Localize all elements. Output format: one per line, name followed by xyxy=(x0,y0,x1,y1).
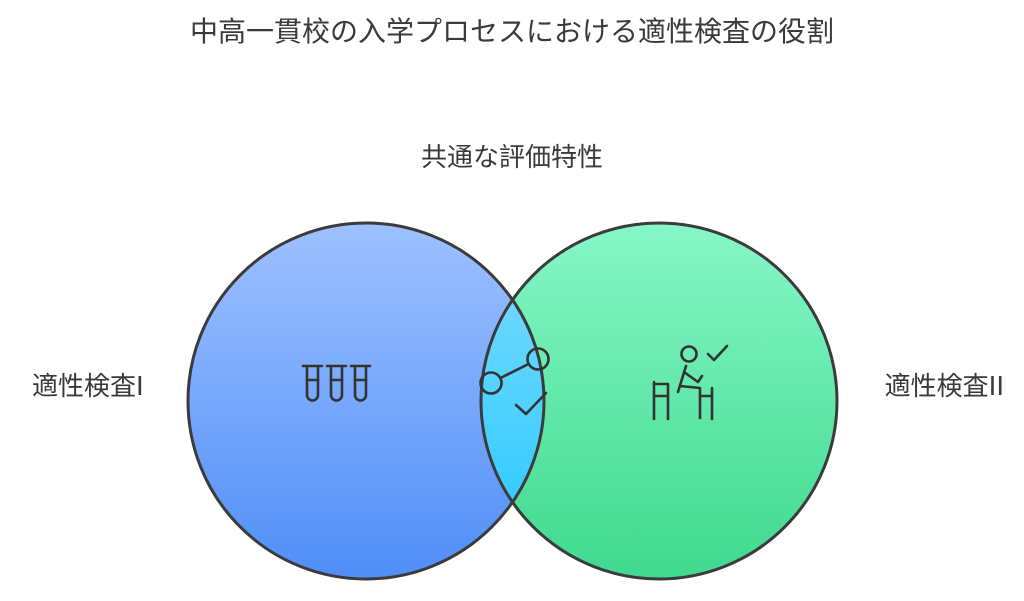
right-circle-outline xyxy=(479,221,839,581)
right-circle xyxy=(481,223,837,579)
person-at-desk-check-icon xyxy=(652,344,729,421)
overlap-label: 共通な評価特性 xyxy=(420,143,603,173)
left-circle-outline xyxy=(186,221,546,581)
diagram-title: 中高一貫校の入学プロセスにおける適性検査の役割 xyxy=(189,15,834,48)
right-circle-label: 適性検査II xyxy=(884,372,1004,402)
left-circle xyxy=(188,223,544,579)
share-check-icon xyxy=(479,347,550,416)
left-circle-label: 適性検査I xyxy=(32,372,144,402)
test-tubes-icon xyxy=(301,364,372,402)
